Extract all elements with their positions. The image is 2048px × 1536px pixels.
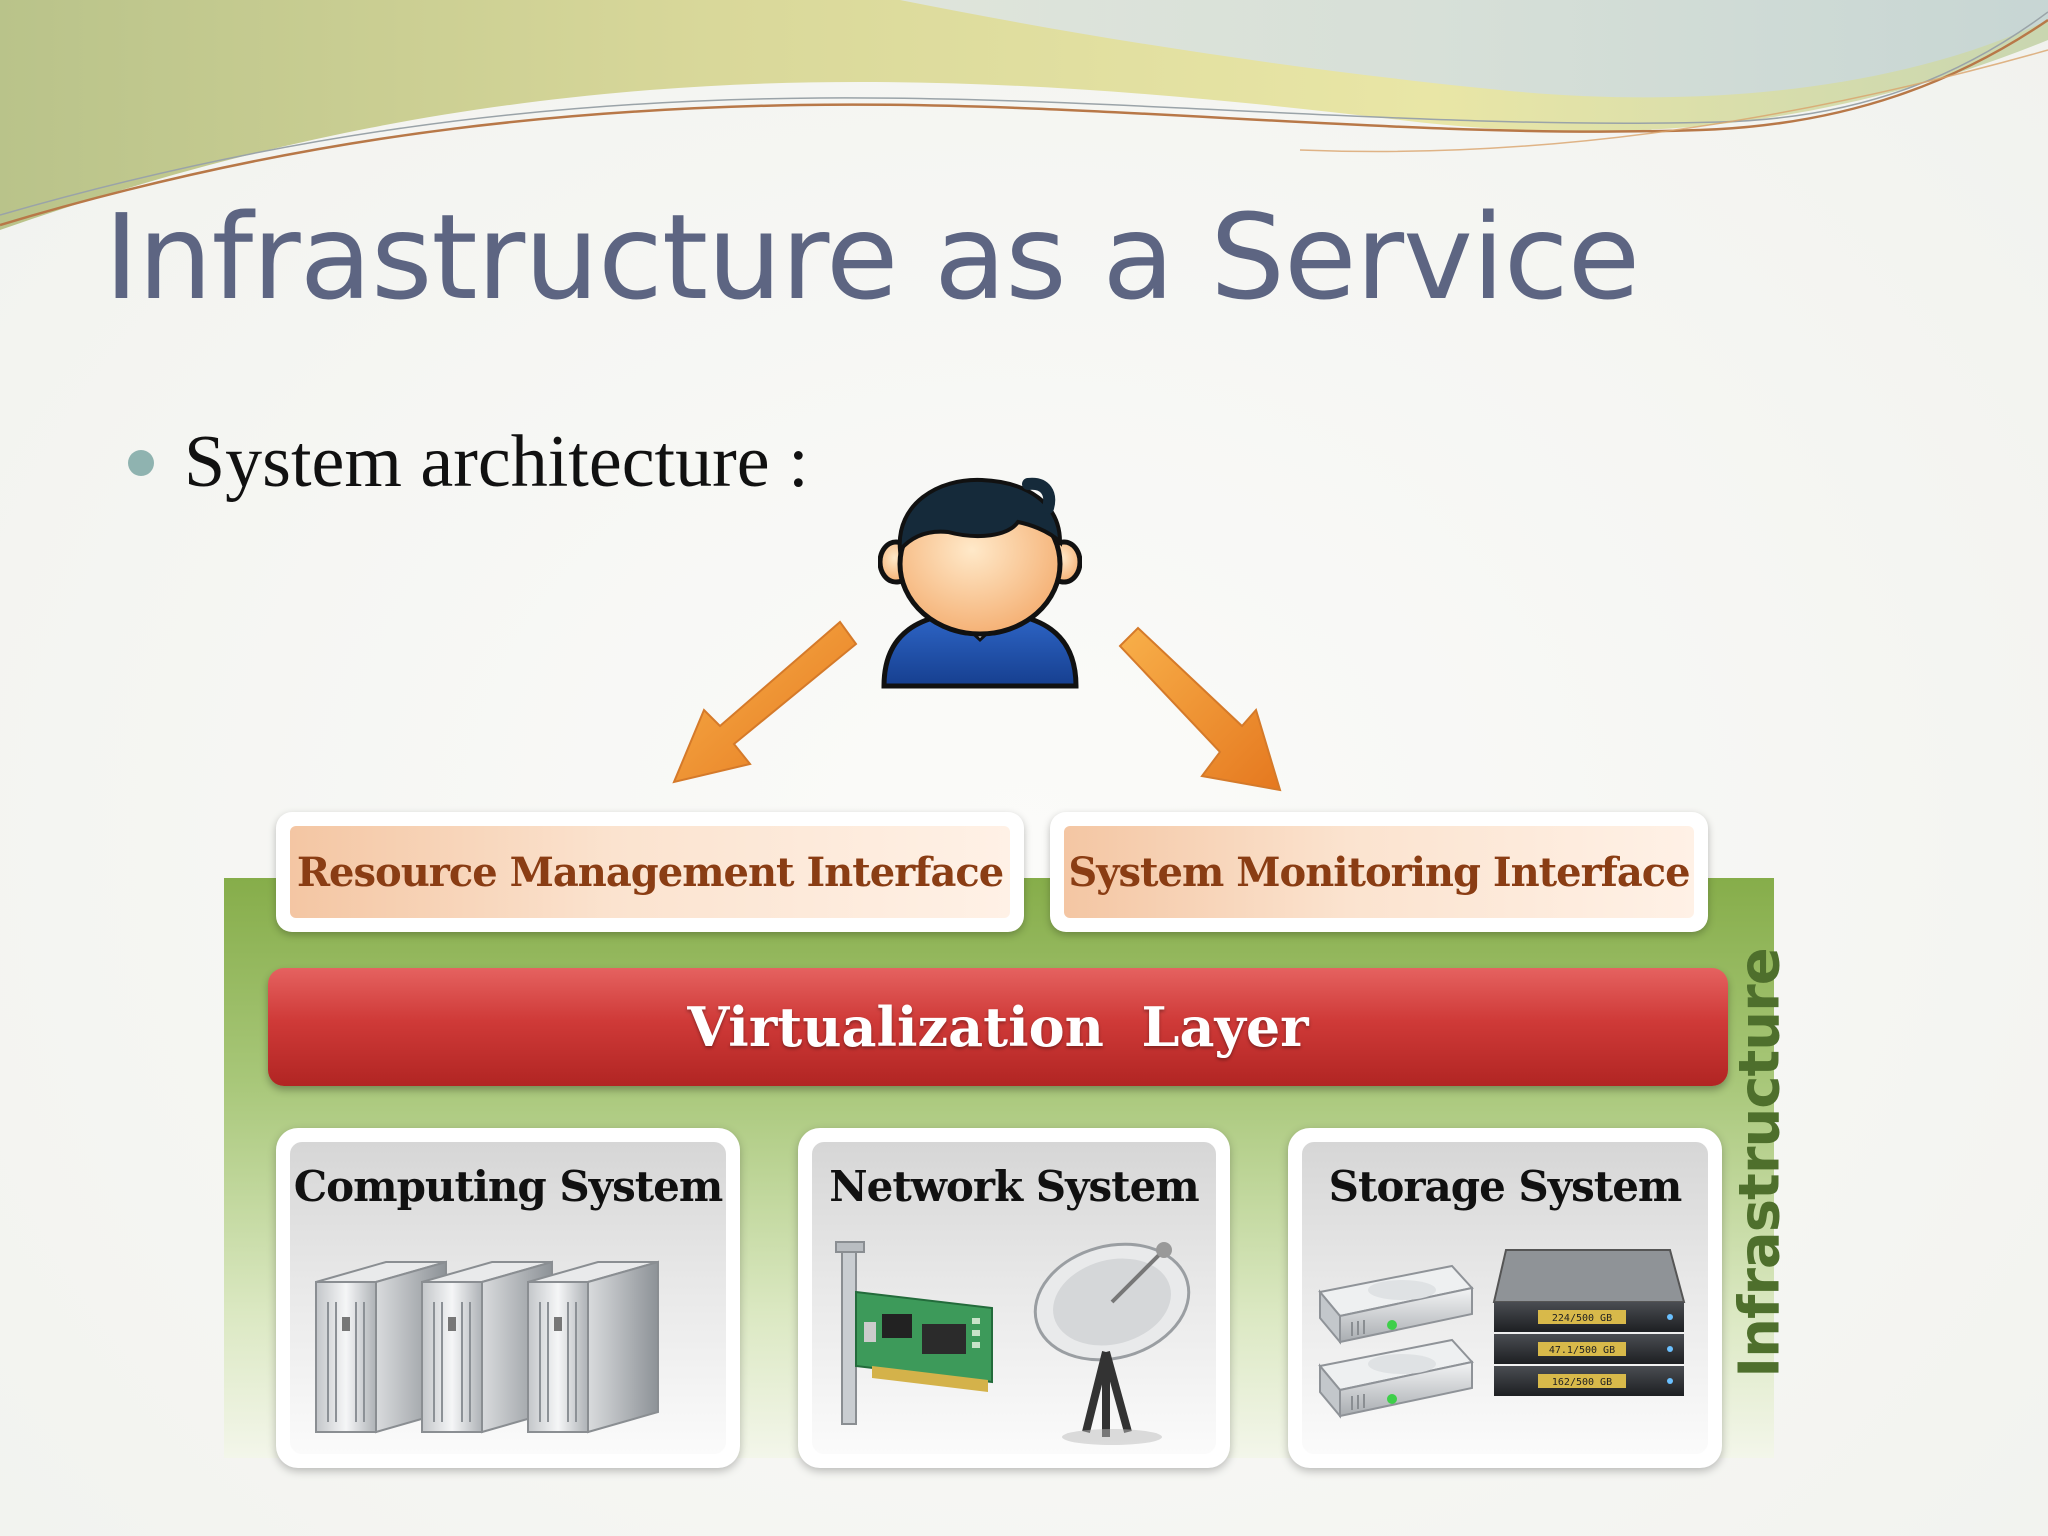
- slide-title: Infrastructure as a Service: [104, 188, 1640, 326]
- network-system-label: Network System: [829, 1162, 1199, 1211]
- arrow-to-monitoring-interface-icon: [1118, 626, 1282, 792]
- system-monitoring-interface: System Monitoring Interface: [1050, 812, 1708, 932]
- storage-rack-icon: 224/500 GB: [1492, 1249, 1686, 1332]
- disk-drive-icon: [1318, 1338, 1474, 1419]
- resource-management-interface-label: Resource Management Interface: [296, 848, 1004, 896]
- disk-drives-and-storage-racks-icon: 224/500 GB 47.1/500 GB 162/500 GB: [1318, 1249, 1686, 1419]
- virtualization-layer: Virtualization Layer: [268, 968, 1728, 1086]
- system-monitoring-interface-label: System Monitoring Interface: [1068, 848, 1690, 896]
- storage-readout-1: 224/500 GB: [1552, 1313, 1612, 1324]
- infrastructure-label: Infrastructure: [1727, 948, 1793, 1378]
- storage-rack-icon: 162/500 GB: [1494, 1366, 1684, 1396]
- resource-management-interface: Resource Management Interface: [276, 812, 1024, 932]
- satellite-dish-icon: [1033, 1242, 1191, 1445]
- storage-readout-2: 47.1/500 GB: [1549, 1345, 1615, 1356]
- bullet-dot-icon: [128, 449, 154, 476]
- storage-readout-3: 162/500 GB: [1552, 1377, 1612, 1388]
- storage-rack-icon: 47.1/500 GB: [1494, 1334, 1684, 1364]
- decorative-wave-banner: [0, 0, 2048, 230]
- network-card-and-satellite-dish-icon: [835, 1241, 1191, 1445]
- network-system-box: Network System: [798, 1128, 1230, 1468]
- bullet-text: System architecture :: [184, 421, 809, 503]
- bullet-item: System architecture :: [128, 420, 809, 505]
- virtualization-layer-label: Virtualization Layer: [687, 995, 1309, 1059]
- computing-system-label: Computing System: [293, 1162, 724, 1211]
- server-towers-icon: [315, 1260, 659, 1434]
- network-card-icon: [835, 1241, 993, 1425]
- storage-system-label: Storage System: [1328, 1162, 1683, 1211]
- storage-system-box: Storage System: [1288, 1128, 1722, 1468]
- disk-drive-icon: [1318, 1264, 1474, 1345]
- user-person-icon: [878, 477, 1082, 689]
- arrow-to-resource-interface-icon: [672, 620, 858, 784]
- computing-system-box: Computing System: [276, 1128, 740, 1468]
